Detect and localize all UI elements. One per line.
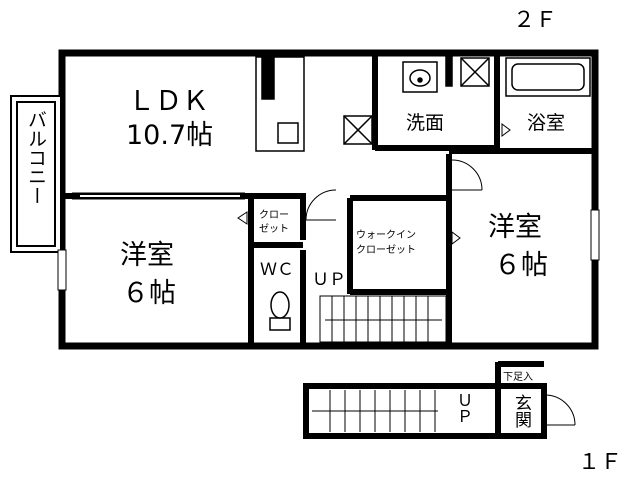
stairs-up-2f-label: ＵＰ	[312, 270, 346, 290]
stairs-2f	[319, 295, 447, 343]
room-bathroom: 浴室	[527, 112, 566, 134]
stairs-up-1f-label: ＵＰ	[454, 392, 473, 424]
room-walk-in-line2: クローゼット	[356, 245, 416, 256]
balcony-outline	[10, 95, 62, 253]
room-closet-line1: クロー	[259, 210, 289, 221]
shoe-box-label: 下足入	[503, 372, 533, 383]
room-ldk-size: 10.7帖	[126, 120, 214, 151]
room-walk-in-line1: ウォークイン	[356, 230, 416, 241]
appliance-boxes	[343, 55, 490, 145]
door-swings	[305, 159, 576, 426]
floor-label-1f: １Ｆ	[578, 450, 623, 475]
windows	[57, 209, 600, 291]
door-markers	[237, 123, 511, 245]
stairs-1f	[312, 390, 438, 432]
room-washroom: 洗面	[406, 112, 445, 134]
room-wc: ＷＣ	[260, 260, 294, 280]
room-western-left-size: ６帖	[122, 278, 176, 309]
kitchen-counter	[255, 56, 305, 152]
ground-floor-walls	[303, 361, 547, 439]
bathtub-icon	[505, 57, 591, 97]
toilet-icon	[269, 291, 291, 331]
room-balcony: バルコニー	[25, 110, 47, 205]
washbasin-icon	[402, 61, 438, 93]
sliding-door-rails	[72, 192, 245, 200]
room-western-left-name: 洋室	[120, 240, 174, 271]
room-entrance: 玄関	[511, 394, 531, 428]
room-western-right-name: 洋室	[488, 212, 542, 243]
room-closet-line2: ゼット	[259, 224, 289, 235]
floor-label-2f: ２Ｆ	[513, 8, 558, 33]
room-ldk-name: ＬＤＫ	[128, 86, 209, 117]
room-western-right-size: ６帖	[494, 250, 548, 281]
